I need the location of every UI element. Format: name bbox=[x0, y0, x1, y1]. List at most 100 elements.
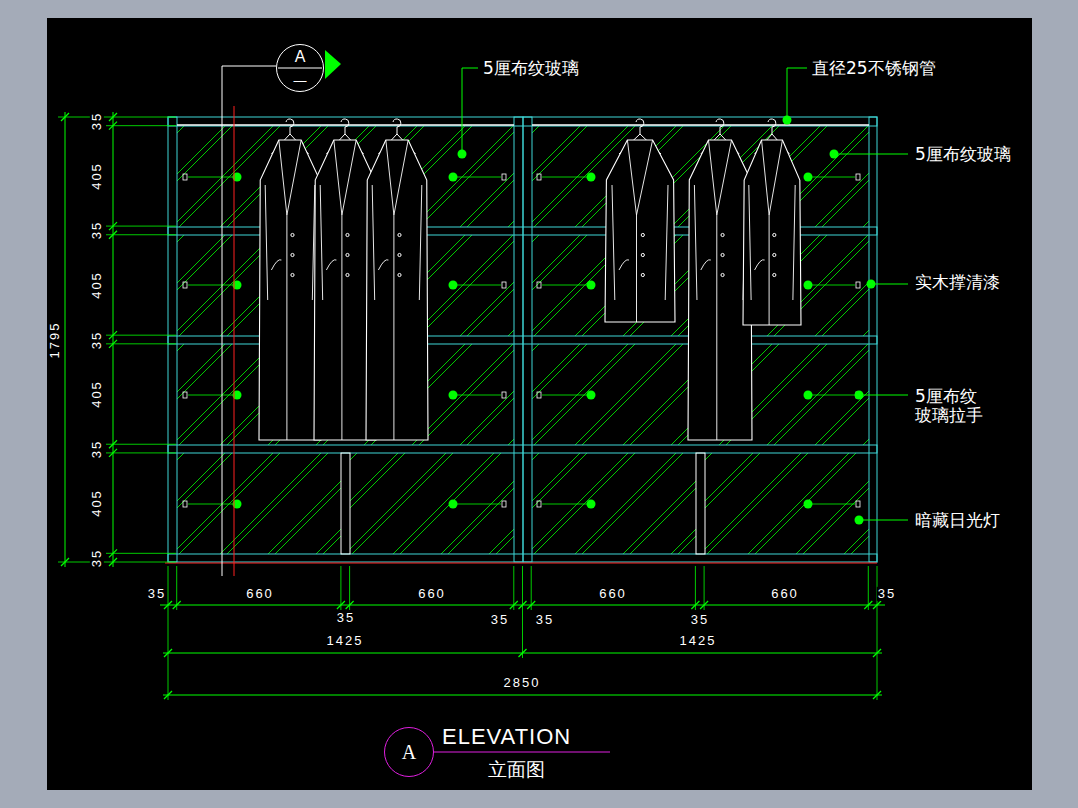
dimension-text: 35 bbox=[90, 438, 104, 458]
hatch-line bbox=[705, 453, 760, 554]
glass-hatch bbox=[76, 126, 1067, 554]
extension-line bbox=[877, 610, 878, 658]
hatch-line bbox=[532, 344, 539, 445]
hatch-line bbox=[177, 453, 232, 554]
extension-line bbox=[868, 566, 869, 610]
post bbox=[514, 117, 523, 562]
hatch-line bbox=[400, 453, 501, 554]
hanger-hook bbox=[341, 119, 349, 134]
leader-line bbox=[453, 504, 501, 505]
coat-button bbox=[346, 273, 349, 276]
hatch-line bbox=[532, 344, 580, 445]
hatch-line bbox=[419, 126, 514, 227]
coat-detail bbox=[694, 140, 745, 440]
hatch-line bbox=[508, 235, 514, 336]
leader-dot bbox=[458, 150, 467, 159]
glass-handle bbox=[502, 174, 506, 180]
marker-letter: — bbox=[294, 74, 307, 87]
hatch-line bbox=[767, 344, 868, 445]
glass-handle bbox=[856, 501, 860, 507]
hatch-line bbox=[707, 453, 808, 554]
hatch-line bbox=[575, 344, 676, 445]
hatch-line bbox=[177, 126, 273, 227]
leader-dot bbox=[830, 150, 839, 159]
marker-letter: A bbox=[402, 742, 416, 762]
coat-button bbox=[641, 233, 644, 236]
dimension-text: 35 bbox=[90, 329, 104, 349]
hanging-rod bbox=[532, 124, 869, 126]
coat-button bbox=[721, 253, 724, 256]
dimension-text: 2850 bbox=[503, 676, 542, 690]
leader-dot bbox=[449, 391, 458, 400]
hatch-line bbox=[350, 453, 357, 554]
section-marker: A— bbox=[276, 44, 324, 92]
hatch-line bbox=[863, 235, 869, 336]
extension-line bbox=[695, 566, 696, 610]
hatch-line bbox=[774, 344, 869, 445]
leader-dot bbox=[855, 516, 864, 525]
leader-dot bbox=[587, 391, 596, 400]
coat-button bbox=[641, 273, 644, 276]
callout-leader bbox=[787, 68, 807, 120]
leader-line bbox=[808, 395, 855, 396]
hanger-hook bbox=[768, 119, 776, 134]
callout-leader bbox=[834, 154, 908, 155]
extension-line bbox=[106, 553, 176, 554]
callout-leader bbox=[859, 395, 908, 396]
hatch-line bbox=[177, 235, 232, 336]
hatch-line bbox=[352, 453, 453, 554]
dimension-text: 35 bbox=[147, 587, 167, 601]
dimension-text: 35 bbox=[490, 613, 510, 627]
hatch-line bbox=[467, 235, 514, 336]
hatch-line bbox=[467, 344, 514, 445]
dimension-text: 660 bbox=[245, 587, 275, 601]
dim-tick bbox=[61, 558, 69, 566]
hatch-line bbox=[532, 235, 539, 336]
title-underline bbox=[434, 752, 610, 753]
coat-body bbox=[688, 140, 752, 440]
coat-detail bbox=[265, 140, 315, 440]
panel-hatch bbox=[705, 453, 869, 554]
dimension-text: 405 bbox=[90, 270, 104, 300]
callout-label: 实木撑清漆 bbox=[914, 273, 1001, 292]
hatch-line bbox=[460, 126, 514, 227]
extension-line bbox=[106, 444, 176, 445]
glass-handle bbox=[856, 282, 860, 288]
dimension-text: 405 bbox=[90, 379, 104, 409]
glass-handle bbox=[502, 392, 506, 398]
extension-line bbox=[106, 343, 176, 344]
dimension-text: 660 bbox=[598, 587, 628, 601]
dimension-text: 35 bbox=[90, 547, 104, 567]
hatch-line bbox=[623, 453, 696, 554]
dim-line bbox=[65, 112, 66, 567]
coat-button bbox=[291, 253, 294, 256]
drawing-ground bbox=[47, 18, 1032, 790]
hatch-line bbox=[532, 344, 587, 445]
hatch-line bbox=[268, 453, 341, 554]
dimension-text: 660 bbox=[770, 587, 800, 601]
hatch-line bbox=[532, 453, 628, 554]
coat-detail bbox=[612, 140, 668, 322]
coat-button bbox=[398, 273, 401, 276]
hatch-line bbox=[177, 235, 273, 336]
dim-line bbox=[163, 695, 882, 696]
hanger-hook bbox=[393, 119, 401, 134]
callout-leader bbox=[462, 68, 478, 154]
glass-handle bbox=[183, 174, 187, 180]
leader-dot bbox=[804, 391, 813, 400]
hatch-line bbox=[532, 235, 580, 336]
cabinet-frame bbox=[168, 117, 877, 562]
hatch-line bbox=[532, 126, 580, 227]
hatch-line bbox=[815, 344, 869, 445]
hatch-line bbox=[177, 344, 232, 445]
hatch-line bbox=[508, 126, 514, 227]
dim-line bbox=[160, 605, 885, 606]
hatch-line bbox=[532, 126, 587, 227]
hatch-line bbox=[863, 126, 869, 227]
dimension-text: 405 bbox=[90, 488, 104, 518]
leader-line bbox=[188, 395, 237, 396]
post bbox=[168, 117, 177, 562]
extension-line bbox=[531, 566, 532, 610]
hatch-line bbox=[822, 235, 869, 336]
